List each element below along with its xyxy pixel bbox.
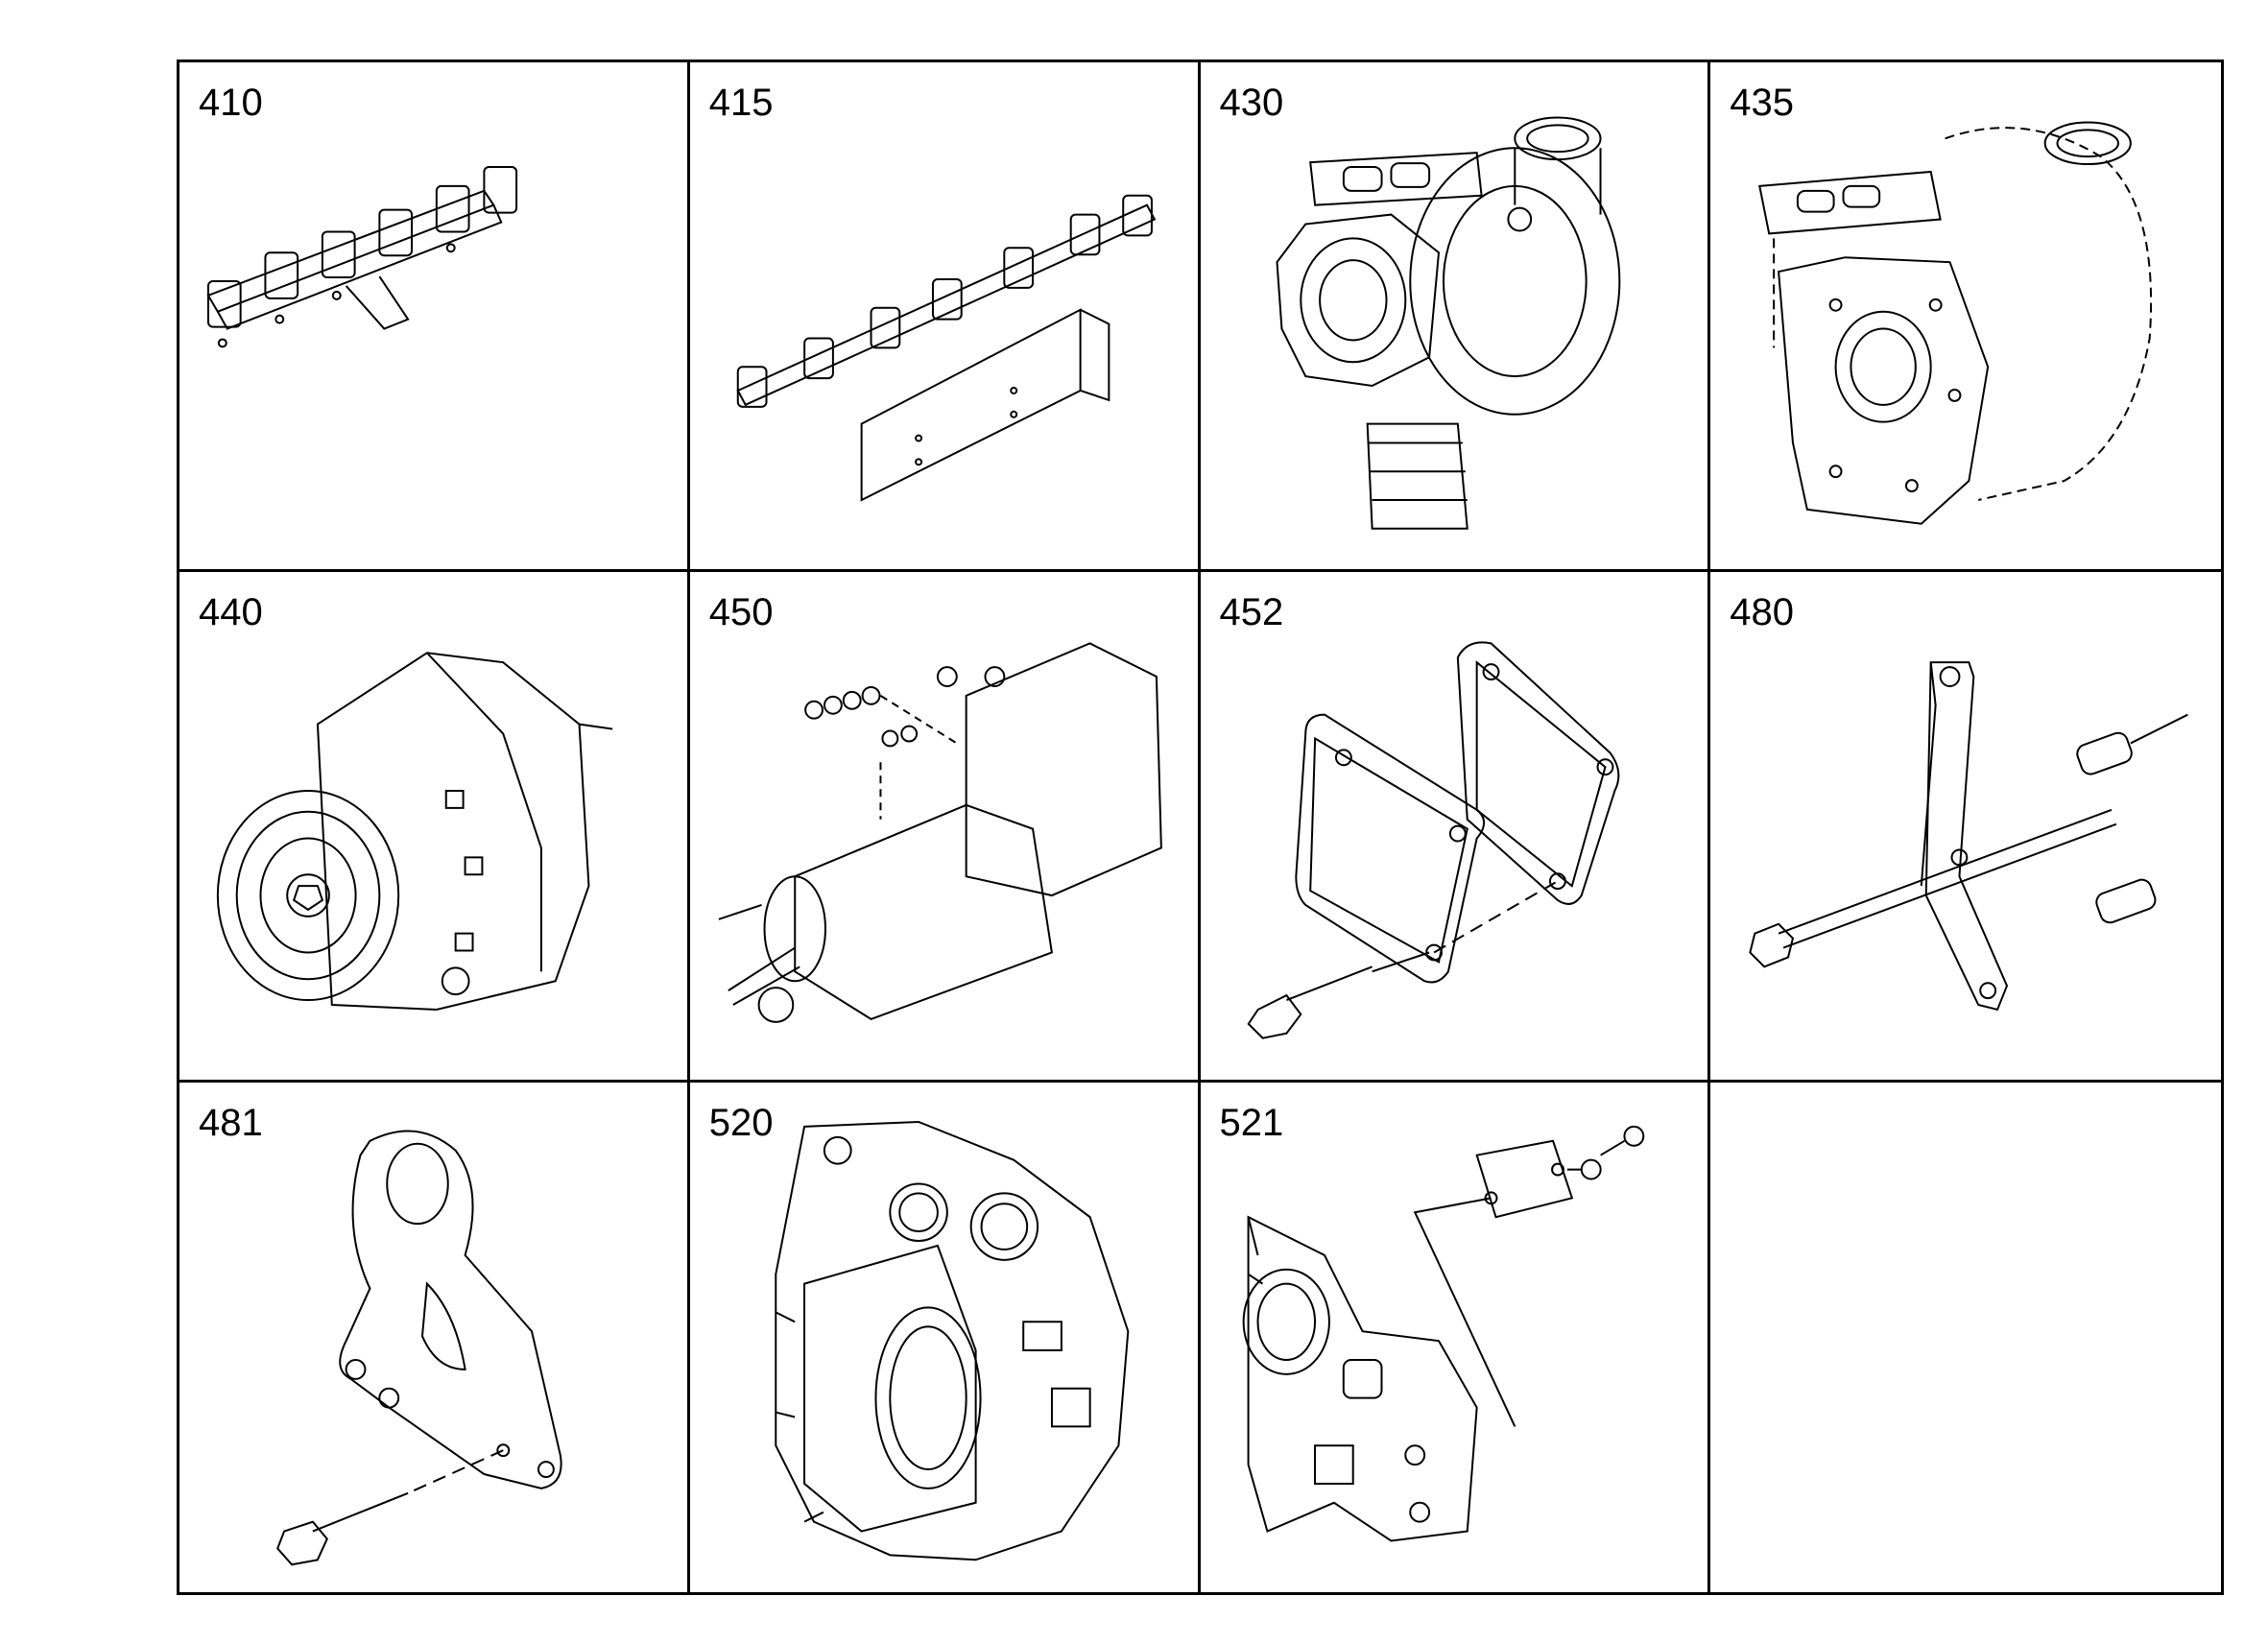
part-cell-520[interactable]: 520 xyxy=(690,1082,1201,1592)
part-cell-480[interactable]: 480 xyxy=(1710,572,2221,1083)
part-number: 440 xyxy=(199,591,263,634)
cover-plate-and-gasket-icon xyxy=(1201,572,1708,1079)
part-cell-415[interactable]: 415 xyxy=(689,62,1201,573)
bracket-with-bolt-and-spacers-icon xyxy=(1710,572,2221,1079)
part-number: 521 xyxy=(1219,1101,1284,1144)
part-number: 410 xyxy=(199,82,263,124)
part-cell-430[interactable]: 430 xyxy=(1200,62,1711,573)
empty-cell xyxy=(1710,1083,2221,1592)
housing-cover-plate-icon xyxy=(1201,1083,1708,1592)
part-cell-521[interactable]: 521 xyxy=(1201,1082,1711,1592)
alternator-icon xyxy=(179,572,687,1079)
exhaust-manifold-with-bracket-icon xyxy=(690,62,1198,569)
part-number: 452 xyxy=(1219,591,1284,634)
part-number: 415 xyxy=(708,82,774,124)
starter-motor-icon xyxy=(690,572,1198,1079)
part-number: 430 xyxy=(1219,82,1284,124)
part-cell-410[interactable]: 410 xyxy=(179,62,690,573)
part-number: 481 xyxy=(199,1101,263,1144)
part-cell-440[interactable]: 440 xyxy=(179,572,690,1083)
part-number: 480 xyxy=(1730,591,1794,634)
part-number: 435 xyxy=(1730,82,1794,124)
part-cell-452[interactable]: 452 xyxy=(1200,572,1711,1083)
part-number: 520 xyxy=(708,1101,774,1144)
part-cell-481[interactable]: 481 xyxy=(179,1082,690,1592)
exhaust-manifold-icon xyxy=(179,62,687,569)
turbocharger-icon xyxy=(1201,62,1708,569)
turbocharger-outline-icon xyxy=(1710,62,2221,569)
part-cell-450[interactable]: 450 xyxy=(689,572,1201,1083)
part-cell-435[interactable]: 435 xyxy=(1710,62,2221,573)
parts-grid: 410 415 xyxy=(177,60,2224,1595)
part-number: 450 xyxy=(708,591,774,634)
bracket-plate-with-bolt-icon xyxy=(179,1083,687,1592)
flywheel-housing-icon xyxy=(690,1083,1198,1592)
